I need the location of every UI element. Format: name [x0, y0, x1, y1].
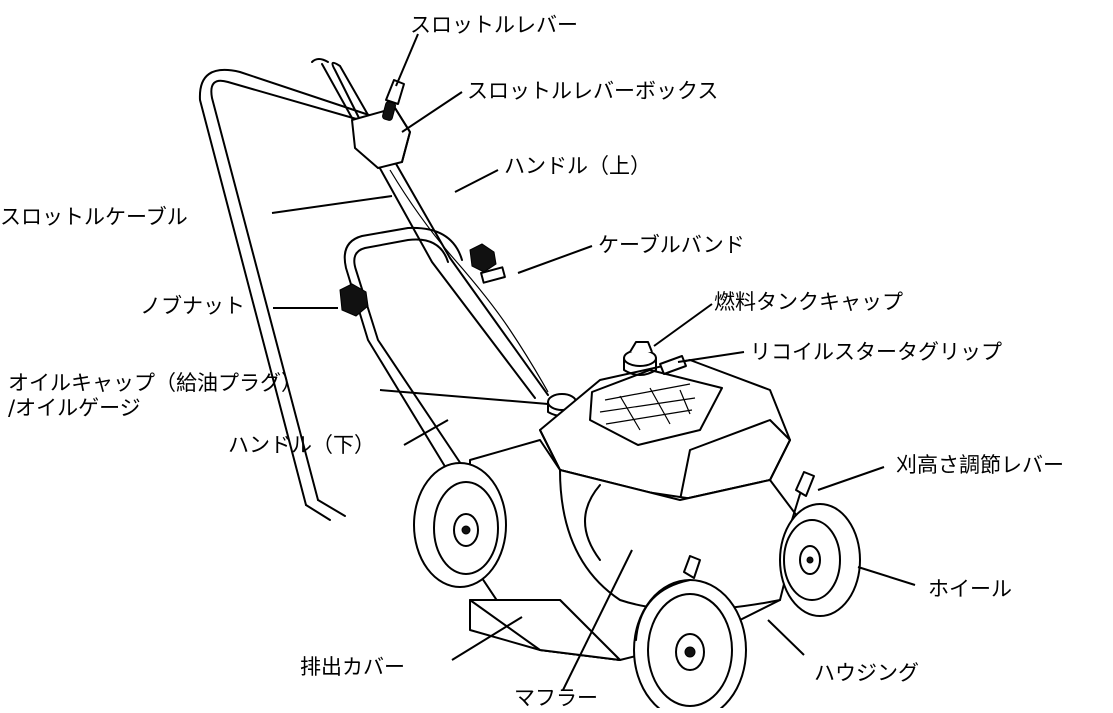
- label-oil-gauge: /オイルゲージ: [8, 396, 141, 420]
- label-knob-nut: ノブナット: [140, 294, 245, 318]
- recoil-starter-grip: [659, 355, 687, 375]
- leader-lines: [271, 33, 916, 691]
- label-throttle-cable: スロットルケーブル: [0, 205, 188, 229]
- wheel-rear-right: [779, 503, 861, 617]
- label-fuel-tank-cap: 燃料タンクキャップ: [714, 290, 903, 314]
- fuel-tank-cap: [623, 341, 657, 376]
- knob-nut-left: [339, 283, 369, 317]
- cutting-height-lever-right: [791, 471, 815, 521]
- wheel-rear-left: [413, 462, 507, 588]
- discharge-cover: [469, 559, 621, 661]
- cutting-height-lever-front: [683, 555, 701, 579]
- knob-nut-right: [469, 243, 497, 273]
- engine: [539, 359, 791, 501]
- label-discharge-cover: 排出カバー: [300, 655, 405, 679]
- label-throttle-lever-box: スロットルレバーボックス: [467, 79, 719, 103]
- label-cutting-height-lever: 刈高さ調節レバー: [896, 453, 1064, 477]
- throttle-cable: [389, 169, 549, 393]
- label-oil-cap: オイルキャップ（給油プラグ）: [8, 371, 302, 395]
- handle-lower: [305, 226, 466, 521]
- label-throttle-lever: スロットルレバー: [410, 13, 578, 37]
- throttle-lever-box: [351, 101, 411, 169]
- wheel-front: [633, 579, 747, 713]
- cable-band: [480, 266, 506, 284]
- label-cable-band: ケーブルバンド: [598, 233, 745, 257]
- label-handle-lower: ハンドル（下）: [228, 433, 375, 457]
- label-handle-upper: ハンドル（上）: [504, 154, 651, 178]
- label-recoil-starter-grip: リコイルスタータグリップ: [750, 340, 1002, 364]
- label-muffler: マフラー: [514, 686, 598, 710]
- label-housing: ハウジング: [814, 661, 919, 685]
- label-wheel: ホイール: [928, 577, 1012, 601]
- throttle-lever: [385, 79, 405, 105]
